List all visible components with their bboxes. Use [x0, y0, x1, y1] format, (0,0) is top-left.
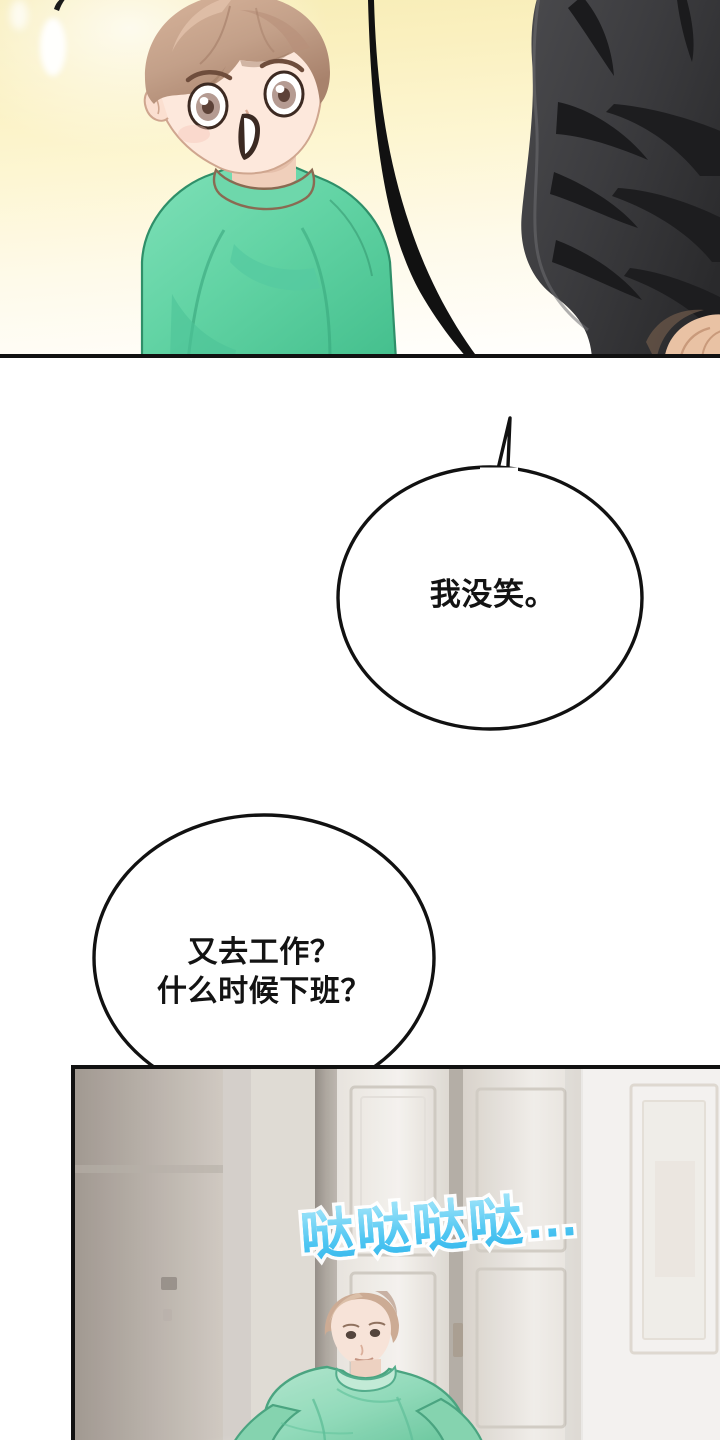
panel-top — [0, 0, 720, 358]
speech-bubble-2-text: 又去工作？ 什么时候下班？ — [88, 812, 440, 1114]
light-glow-shape — [40, 18, 66, 76]
decorative-speck-icon — [54, 0, 65, 11]
speech-bubble-2-line-1: 又去工作？ — [187, 936, 341, 969]
light-glow-shape-small — [10, 0, 28, 30]
hallway-scene — [75, 1069, 720, 1440]
character-dark-clothed-figure — [496, 0, 720, 354]
speech-bubble-1: 我没笑。 — [332, 416, 654, 736]
speech-bubble-2-line-2: 什么时候下班？ — [156, 975, 372, 1008]
speech-bubble-1-text: 我没笑。 — [429, 576, 557, 612]
character-green-sweater-boy — [84, 0, 424, 354]
panel-bottom — [71, 1065, 720, 1440]
